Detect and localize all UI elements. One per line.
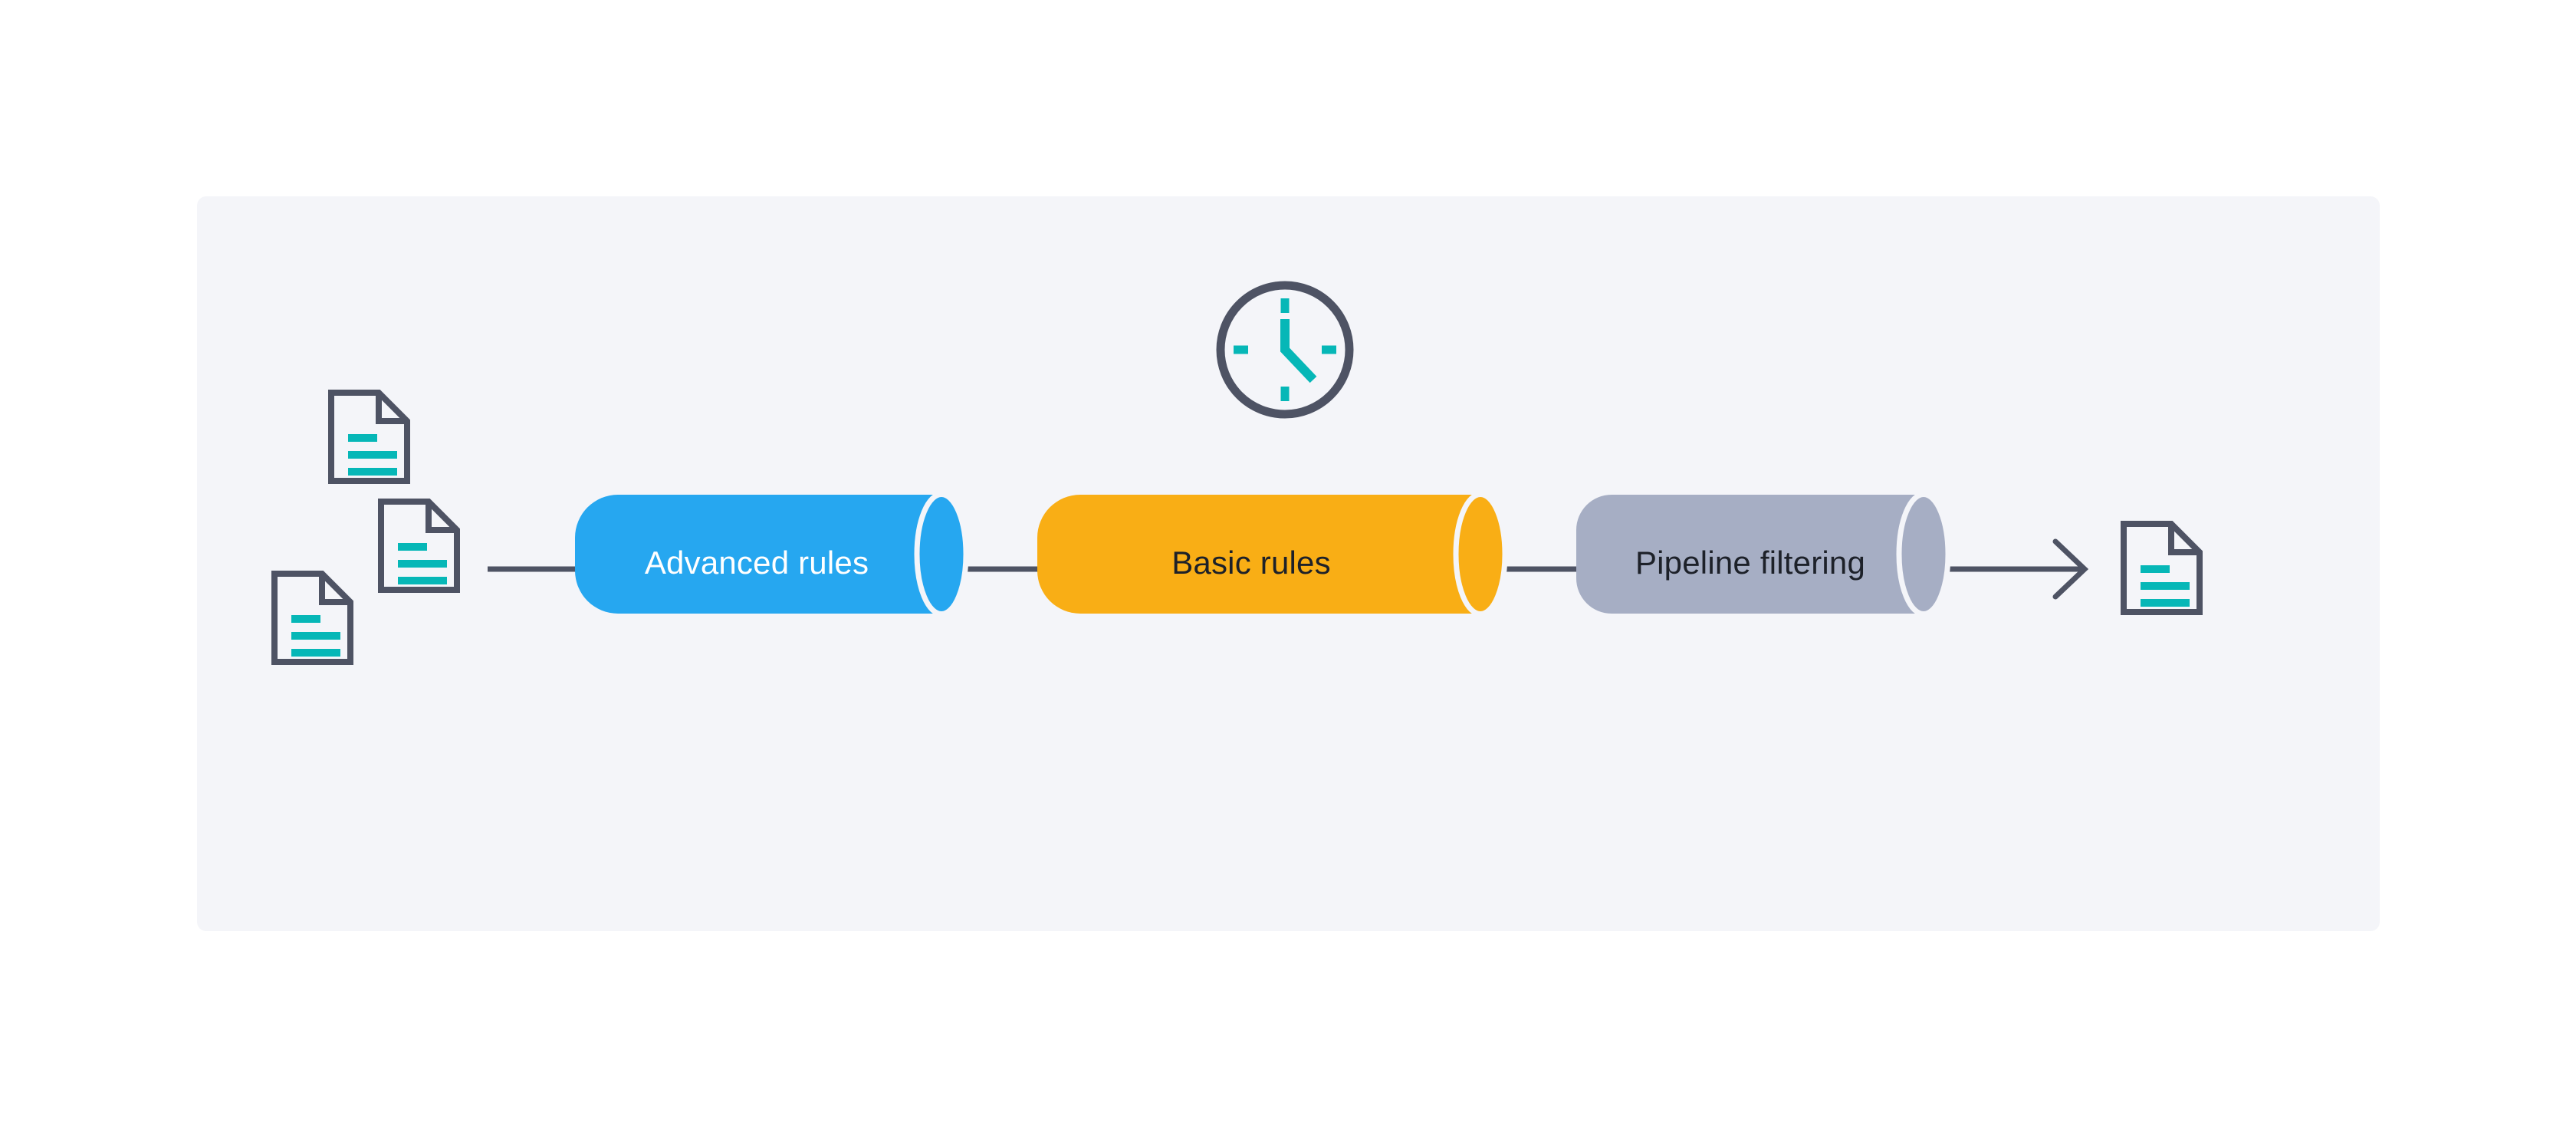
advanced-rules-label: Advanced rules [645, 545, 869, 581]
basic-rules-end-cap [1453, 492, 1508, 617]
connectors [488, 538, 2089, 600]
pipeline-filtering-label: Pipeline filtering [1635, 545, 1865, 581]
node-basic-rules[interactable]: Basic rules [1037, 492, 1508, 617]
basic-rules-body-fill [1227, 495, 1478, 614]
node-pipeline-filtering[interactable]: Pipeline filtering [1576, 492, 1951, 617]
schedule-clock-icon [1216, 281, 1354, 419]
clock-hands [1280, 319, 1317, 383]
advanced-rules-body-fill [767, 495, 939, 614]
arrowhead-icon [2052, 538, 2089, 600]
clock-ring [1216, 281, 1354, 419]
advanced-rules-end-cap [914, 492, 969, 617]
pipeline-filtering-body-fill [1763, 495, 1921, 614]
basic-rules-label: Basic rules [1171, 545, 1331, 581]
node-advanced-rules[interactable]: Advanced rules [575, 492, 969, 617]
pipeline-filtering-end-cap [1896, 492, 1951, 617]
